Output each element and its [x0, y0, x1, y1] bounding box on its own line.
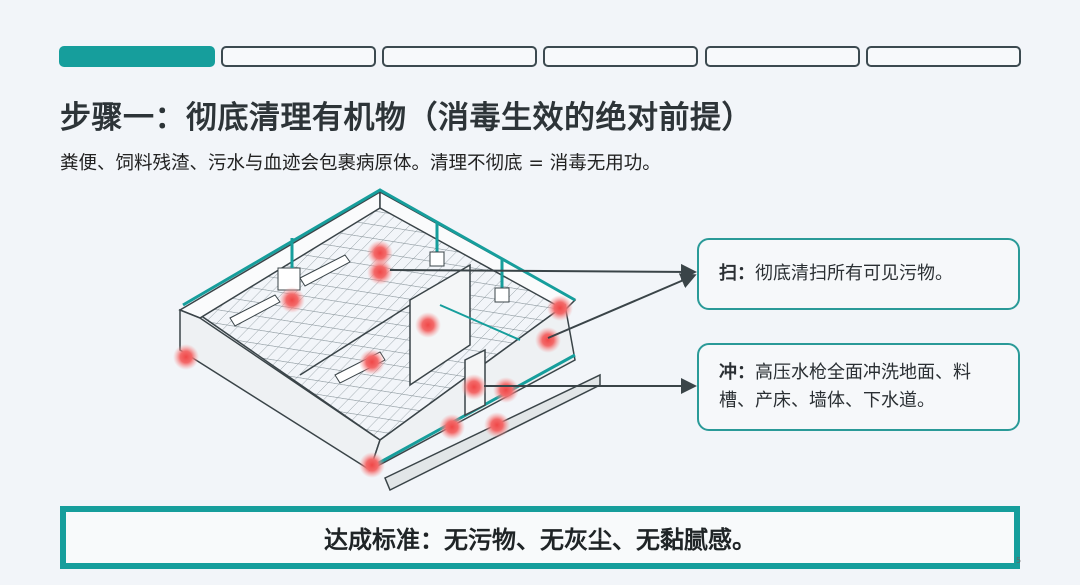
callout-sweep: 扫：彻底清扫所有可见污物。 [697, 238, 1020, 310]
progress-step-5 [705, 46, 860, 67]
callout-flush: 冲：高压水枪全面冲洗地面、料槽、产床、墙体、下水道。 [697, 343, 1020, 431]
contamination-hotspots [173, 240, 573, 478]
page-subtitle: 粪便、饲料残渣、污水与血迹会包裹病原体。清理不彻底 = 消毒无用功。 [60, 153, 661, 174]
progress-step-2 [221, 46, 376, 67]
standard-box: 达成标准：无污物、无灰尘、无黏腻感。 [60, 506, 1020, 569]
progress-step-4 [543, 46, 698, 67]
callout-flush-text: 高压水枪全面冲洗地面、料槽、产床、墙体、下水道。 [719, 362, 971, 411]
callout-sweep-label: 扫： [719, 263, 755, 284]
progress-step-6 [866, 46, 1021, 67]
callout-sweep-text: 彻底清扫所有可见污物。 [755, 263, 953, 284]
progress-step-1 [59, 46, 215, 67]
standard-text: 达成标准：无污物、无灰尘、无黏腻感。 [324, 526, 756, 554]
callout-flush-label: 冲： [719, 362, 755, 383]
progress-step-3 [382, 46, 537, 67]
callout-arrow-sweep [389, 263, 697, 280]
page-title: 步骤一：彻底清理有机物（消毒生效的绝对前提） [60, 100, 753, 136]
callout-arrow-sweep-2 [547, 273, 697, 339]
page-number: 5 [1016, 556, 1022, 565]
